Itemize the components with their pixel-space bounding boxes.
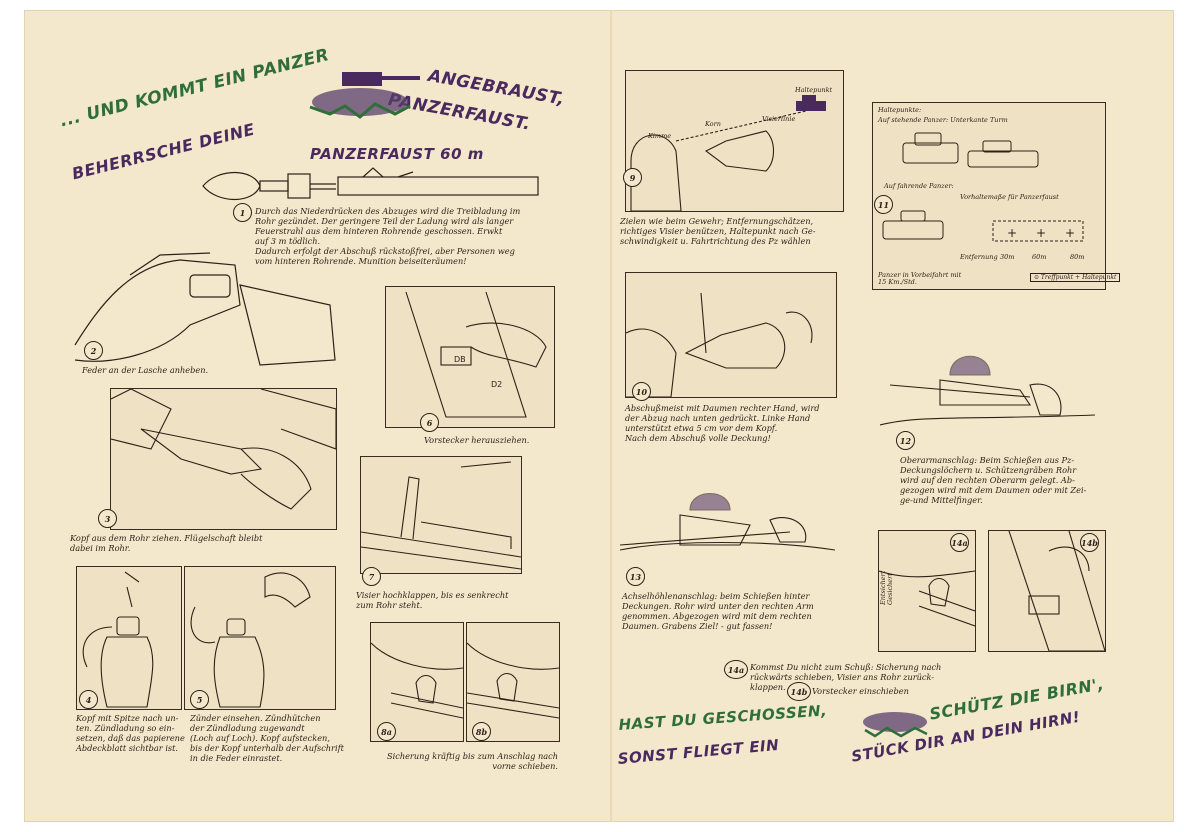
step-7-panel: [360, 456, 522, 574]
step-12-caption: Oberarmanschlag: Beim Schießen aus Pz- D…: [900, 455, 1087, 505]
panel-11-title1: Haltepunkte:: [878, 106, 922, 114]
panel-9-haltepunkt-label: Haltepunkt: [795, 86, 833, 94]
svg-text:+: +: [1065, 226, 1075, 240]
step-7-number: 7: [362, 567, 381, 586]
step-4-caption: Kopf mit Spitze nach un- ten. Zündladung…: [76, 713, 185, 753]
step-2-number: 2: [84, 341, 103, 360]
step-4-illustration: [82, 571, 154, 708]
step-2-illustration: [74, 252, 336, 366]
step-10-illustration: [626, 292, 813, 397]
step-4-number: 4: [79, 690, 98, 709]
step-2-caption: Feder an der Lasche anheben.: [82, 365, 209, 375]
step-5-caption: Zünder einsehen. Zündhütchen der Zündlad…: [190, 713, 344, 763]
step-12-number: 12: [896, 431, 915, 450]
panel-9-visierlinie-label: Visierlinie: [762, 115, 796, 123]
step-1-number: 1: [233, 203, 252, 222]
panel-11-distance-label: Entfernung: [960, 253, 998, 261]
step-14b-panel-number: 14b: [1080, 533, 1099, 552]
step-11-number: 11: [874, 195, 893, 214]
panel-11-distance-80m: 80m: [1070, 253, 1085, 261]
step-14a-panel-number: 14a: [950, 533, 969, 552]
step-7-illustration: [361, 461, 521, 570]
step-13-number: 13: [626, 567, 645, 586]
panzerfaust-weapon-illustration: [202, 167, 539, 200]
step-5-illustration: [190, 572, 311, 708]
step-9-caption: Zielen wie beim Gewehr; Entfernungschätz…: [620, 216, 816, 246]
step-9-number: 9: [623, 168, 642, 187]
step-3-caption: Kopf aus dem Rohr ziehen. Flügelschaft b…: [70, 533, 263, 553]
step-9-panel: [625, 70, 844, 212]
panel-11-title4: Vorhaltemaße für Panzerfaust: [960, 193, 1059, 201]
panel-11-title2: Auf stehende Panzer: Unterkante Turm: [878, 116, 1008, 124]
step-14a-illustration: [879, 570, 975, 627]
step-10-caption: Abschußmeist mit Daumen rechter Hand, wi…: [625, 403, 820, 443]
step-10-panel: [625, 272, 837, 398]
step-11-illustration: + + +: [882, 132, 1084, 242]
step-13-illustration: [620, 492, 835, 551]
step-8b-caption: Sicherung kräftig bis zum Anschlag nach …: [387, 751, 558, 771]
svg-text:+: +: [1036, 226, 1046, 240]
step-9-illustration: [630, 95, 826, 211]
step-5-number: 5: [190, 690, 209, 709]
step-5-panel: [184, 566, 336, 710]
step-6-illustration: DB D2: [405, 291, 547, 418]
step-14b-number: 14b: [787, 682, 811, 701]
step-1-caption: Durch das Niederdrücken des Abzuges wird…: [255, 206, 521, 266]
center-fold: [610, 10, 612, 822]
step-14a-number: 14a: [724, 660, 748, 679]
step-12-illustration: [880, 355, 1095, 426]
step-8b-number: 8b: [472, 722, 491, 741]
step-6-number: 6: [420, 413, 439, 432]
step-8b-illustration: [467, 642, 559, 719]
panel-11-speed-note: Panzer in Vorbeifahrt mit 15 Km./Std.: [878, 271, 962, 286]
step-14b-illustration: [1008, 531, 1105, 651]
svg-text:D2: D2: [491, 380, 502, 389]
step-8a-number: 8a: [377, 722, 396, 741]
step-10-number: 10: [632, 382, 651, 401]
step-4-panel: [76, 566, 182, 710]
step-13-caption: Achselhöhlenanschlag: beim Schießen hint…: [622, 591, 814, 631]
step-11-panel: + + +: [872, 102, 1106, 290]
panel-14a-label: Entsichert Gesichert: [879, 570, 894, 605]
step-7-caption: Visier hochklappen, bis es senkrecht zum…: [356, 590, 509, 610]
panel-11-title3: Auf fahrende Panzer:: [884, 182, 954, 190]
step-6-panel: DB D2: [385, 286, 555, 428]
step-8b-panel: [466, 622, 560, 742]
panel-11-legend: ⊙ Treffpunkt + Haltepunkt: [1030, 273, 1121, 282]
step-14b-caption: Vorstecker einschieben: [812, 686, 909, 696]
step-14a-caption: Kommst Du nicht zum Schuß: Sicherung nac…: [750, 662, 942, 692]
panel-11-distance-60m: 60m: [1032, 253, 1047, 261]
step-6-caption: Vorstecker herausziehen.: [424, 435, 530, 445]
step-3-panel: [110, 388, 337, 530]
svg-text:+: +: [1007, 226, 1017, 240]
panel-9-kimme-label: Kimme: [648, 132, 672, 140]
footer-splash-illustration: [863, 712, 928, 738]
step-3-illustration: [111, 389, 336, 510]
panel-9-korn-label: Korn: [705, 120, 721, 128]
tank-splash-illustration: [309, 72, 420, 119]
panel-11-distance-30m: 30m: [1000, 253, 1015, 261]
svg-text:DB: DB: [454, 355, 466, 364]
step-8a-illustration: [371, 642, 463, 719]
product-title: PANZERFAUST 60 m: [310, 145, 484, 163]
step-3-number: 3: [98, 509, 117, 528]
